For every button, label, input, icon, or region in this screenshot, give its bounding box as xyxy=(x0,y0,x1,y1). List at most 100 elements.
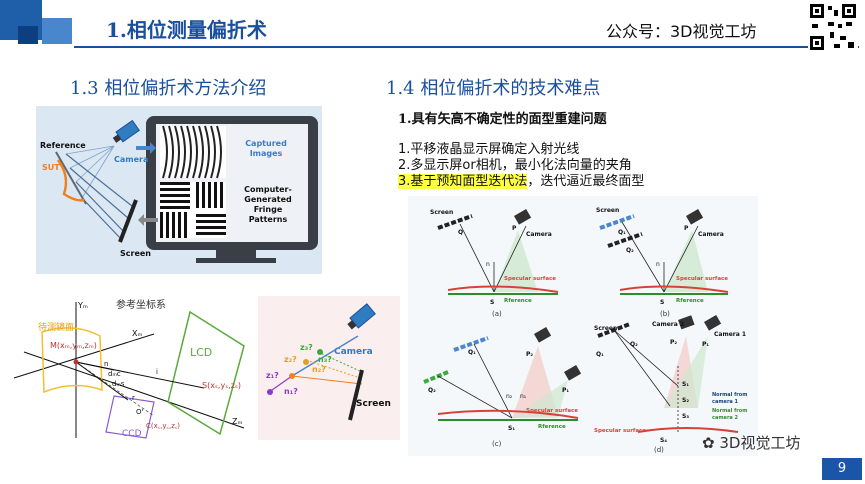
list-item-rest: ，迭代逼近最终面型 xyxy=(527,174,645,189)
panel-d-label: (d) xyxy=(654,446,664,454)
list-item: 1.平移液晶显示屏确定入射光线 xyxy=(398,142,580,157)
panel-b-label: (b) xyxy=(660,310,670,318)
panel-a: Screen Camera Q P n S Specular surface R… xyxy=(430,209,559,318)
p-label: P xyxy=(512,225,517,232)
p-label: P xyxy=(684,225,689,232)
list-item: 3.基于预知面型迭代法，迭代逼近最终面型 xyxy=(398,170,644,189)
s3-label: S₃ xyxy=(682,413,689,420)
n2-label: n₂ xyxy=(506,393,513,400)
n-label: n xyxy=(486,261,490,268)
screen-label: Screen xyxy=(430,209,453,216)
screen-label: Screen xyxy=(596,207,619,214)
height-ambiguity-figure: Camera Screen z₃? z₂? z₁? n₃? n₂? n₁? xyxy=(258,296,400,440)
s1-label: S₁ xyxy=(682,381,689,388)
list-item: 2.多显示屏or相机，最小化法向量的夹角 xyxy=(398,158,632,173)
screen-bar xyxy=(118,199,138,243)
captured-fringe-image xyxy=(160,125,226,179)
z3-label: z₃? xyxy=(300,343,313,352)
point-c-label: C(x꜀,y꜀,z꜀) xyxy=(146,422,180,430)
q2-label: Q₂ xyxy=(630,341,638,348)
point-m-label: M(xₘ,yₘ,zₘ) xyxy=(50,341,97,350)
p2-label: P₂ xyxy=(670,339,677,346)
dmc-label: dₘc xyxy=(108,370,121,378)
p1-label: P₁ xyxy=(562,387,569,394)
header-logo-block xyxy=(18,26,38,44)
q-label: Q xyxy=(458,229,463,236)
reference-label: Rference xyxy=(538,424,566,430)
camera1-label: Camera 1 xyxy=(714,331,746,338)
s4-label: S₄ xyxy=(660,437,667,444)
axis-zm-label: Zₘ xyxy=(232,417,242,426)
normal2-label: Normal from xyxy=(712,408,747,414)
screen-label: Screen xyxy=(594,325,617,332)
header-logo-block xyxy=(42,18,72,44)
camera2-label: Camera 2 xyxy=(652,321,684,328)
q2-label: Q₂ xyxy=(626,247,634,254)
panel-c: Q₁ Q₂ P₂ P₁ n₂ n₁ S₁ Specular surface Rf… xyxy=(423,327,582,448)
n2-label: n₂? xyxy=(312,365,326,374)
section-title-difficulty: 1.4 相位偏折术的技术难点 xyxy=(386,78,601,99)
camera-icon xyxy=(112,119,140,143)
lcd-plane xyxy=(167,310,245,436)
page-title: 1.相位测量偏折术 xyxy=(106,18,267,42)
s1-label: S₁ xyxy=(508,425,515,432)
n-label: n xyxy=(656,261,660,268)
s-label: S xyxy=(490,299,494,306)
generated-label: Computer- xyxy=(244,185,292,194)
qr-code-icon xyxy=(808,2,858,52)
coordinate-title: 参考坐标系 xyxy=(116,298,166,311)
z2-label: z₂? xyxy=(284,355,297,364)
sut-label: SUT xyxy=(42,163,60,172)
specular-label: Specular surface xyxy=(676,276,728,282)
normal-n-label: n xyxy=(104,360,108,368)
generated-label: Fringe xyxy=(254,205,283,214)
mirror-surface xyxy=(41,327,103,394)
n1-label: n₁? xyxy=(284,387,298,396)
page-number: 9 xyxy=(822,458,862,480)
highlighted-text: 3.基于预知面型迭代法 xyxy=(398,174,528,189)
lcd-label: LCD xyxy=(190,346,212,359)
p2-label: P₂ xyxy=(526,351,533,358)
screen-label: Screen xyxy=(120,249,151,258)
specular-label: Specular surface xyxy=(504,276,556,282)
q2-label: Q₂ xyxy=(428,387,436,394)
p1-label: P₁ xyxy=(702,341,709,348)
specular-label: Specular surface xyxy=(594,428,646,434)
deflectometry-setup-figure: Captured Images Computer- Generated Frin… xyxy=(36,106,322,274)
generated-label: Generated xyxy=(244,195,292,204)
ray-i-label: i xyxy=(156,368,158,376)
specular-label: Specular surface xyxy=(526,408,578,414)
panel-a-label: (a) xyxy=(492,310,502,318)
wechat-icon: ✿ xyxy=(702,434,720,452)
axis-ym-label: Yₘ xyxy=(77,301,88,310)
camera-label: Camera xyxy=(698,231,724,238)
n1-label: n₁ xyxy=(520,393,527,400)
reconstruction-methods-figure: Screen Camera Q P n S Specular surface R… xyxy=(408,196,758,456)
sut-surface xyxy=(56,159,85,202)
reference-label: Rference xyxy=(676,298,704,304)
screen-label: Screen xyxy=(356,399,391,409)
panel-b: Screen Camera Q₁ Q₂ P n S Specular surfa… xyxy=(596,207,728,318)
arrow-right-icon xyxy=(136,142,156,154)
q1-label: Q₁ xyxy=(468,349,476,356)
z1-label: z₁? xyxy=(266,371,279,380)
origin-o-label: O' xyxy=(136,408,144,416)
camera-label: Camera xyxy=(334,347,373,357)
captured-label: Images xyxy=(250,149,283,158)
ccd-plane xyxy=(105,395,155,439)
ccd-label: CCD xyxy=(122,429,142,439)
section-title-method: 1.3 相位偏折术方法介绍 xyxy=(70,78,267,99)
camera-label: Camera xyxy=(114,155,148,164)
s-label: S xyxy=(660,299,664,306)
header-divider xyxy=(74,46,859,48)
q1-label: Q₁ xyxy=(596,351,604,358)
subtitle-height-ambiguity: 1.具有矢高不确定性的面型重建问题 xyxy=(398,112,607,127)
camera-label: Camera xyxy=(526,231,552,238)
arrow-left-icon xyxy=(138,214,158,226)
axis-xm-label: Xₘ xyxy=(132,329,142,338)
watermark-text: 3D视觉工坊 xyxy=(719,434,801,452)
account-label: 公众号：3D视觉工坊 xyxy=(606,22,757,41)
n3-label: n₃? xyxy=(318,355,332,364)
normal1-label: Normal from xyxy=(712,392,747,398)
panel-d: Screen Camera 2 Camera 1 Q₂ Q₁ P₂ P₁ S₁ … xyxy=(594,315,747,454)
